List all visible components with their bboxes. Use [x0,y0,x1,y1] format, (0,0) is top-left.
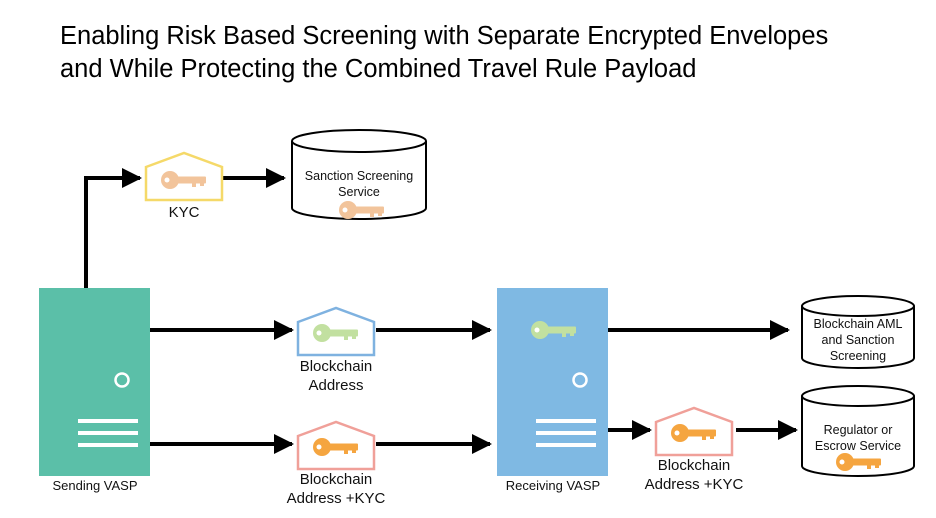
sending-vasp-body [39,288,150,476]
sending-vasp-vent [78,419,138,447]
blockchain-address-label: Blockchain Address [299,358,373,394]
address-kyc-out-envelope-icon [654,406,734,457]
receiving-vasp-key-icon [531,321,576,339]
blockchain-aml-label: Blockchain AML and Sanction Screening [813,317,903,363]
regulator-key-icon [836,453,881,471]
title-line-1: Enabling Risk Based Screening with Separ… [60,22,829,50]
sanction-screening-cylinder [291,129,427,220]
blockchain-address-envelope-icon [296,306,376,357]
address-kyc-envelope-icon [296,420,376,471]
regulator-label: Regulator or Escrow Service [814,423,902,453]
receiving-vasp-body [497,288,608,476]
receiving-vasp-label: Receiving VASP [505,478,601,493]
sending-vasp-label: Sending VASP [52,478,138,493]
kyc-envelope-icon [144,151,224,202]
page-title: Enabling Risk Based Screening with Separ… [60,20,920,86]
kyc-envelope-label: KYC [168,204,200,221]
address-kyc-out-label: Blockchain Address +KYC [644,457,744,493]
receiving-vasp-server [497,288,608,476]
sending-vasp-indicator [114,372,130,388]
sanction-service-label: Sanction Screening Service [304,169,414,199]
sanction-service-key-icon [339,201,384,219]
title-line-2: and While Protecting the Combined Travel… [60,55,697,83]
address-kyc-label: Blockchain Address +KYC [286,471,386,507]
blockchain-aml-cylinder [801,295,915,369]
receiving-vasp-indicator [572,372,588,388]
sending-vasp-server [39,288,150,476]
receiving-vasp-vent [536,419,596,447]
arrow-sending-to-sanction-service [84,168,142,288]
connectors [84,168,798,454]
regulator-cylinder [801,385,915,477]
